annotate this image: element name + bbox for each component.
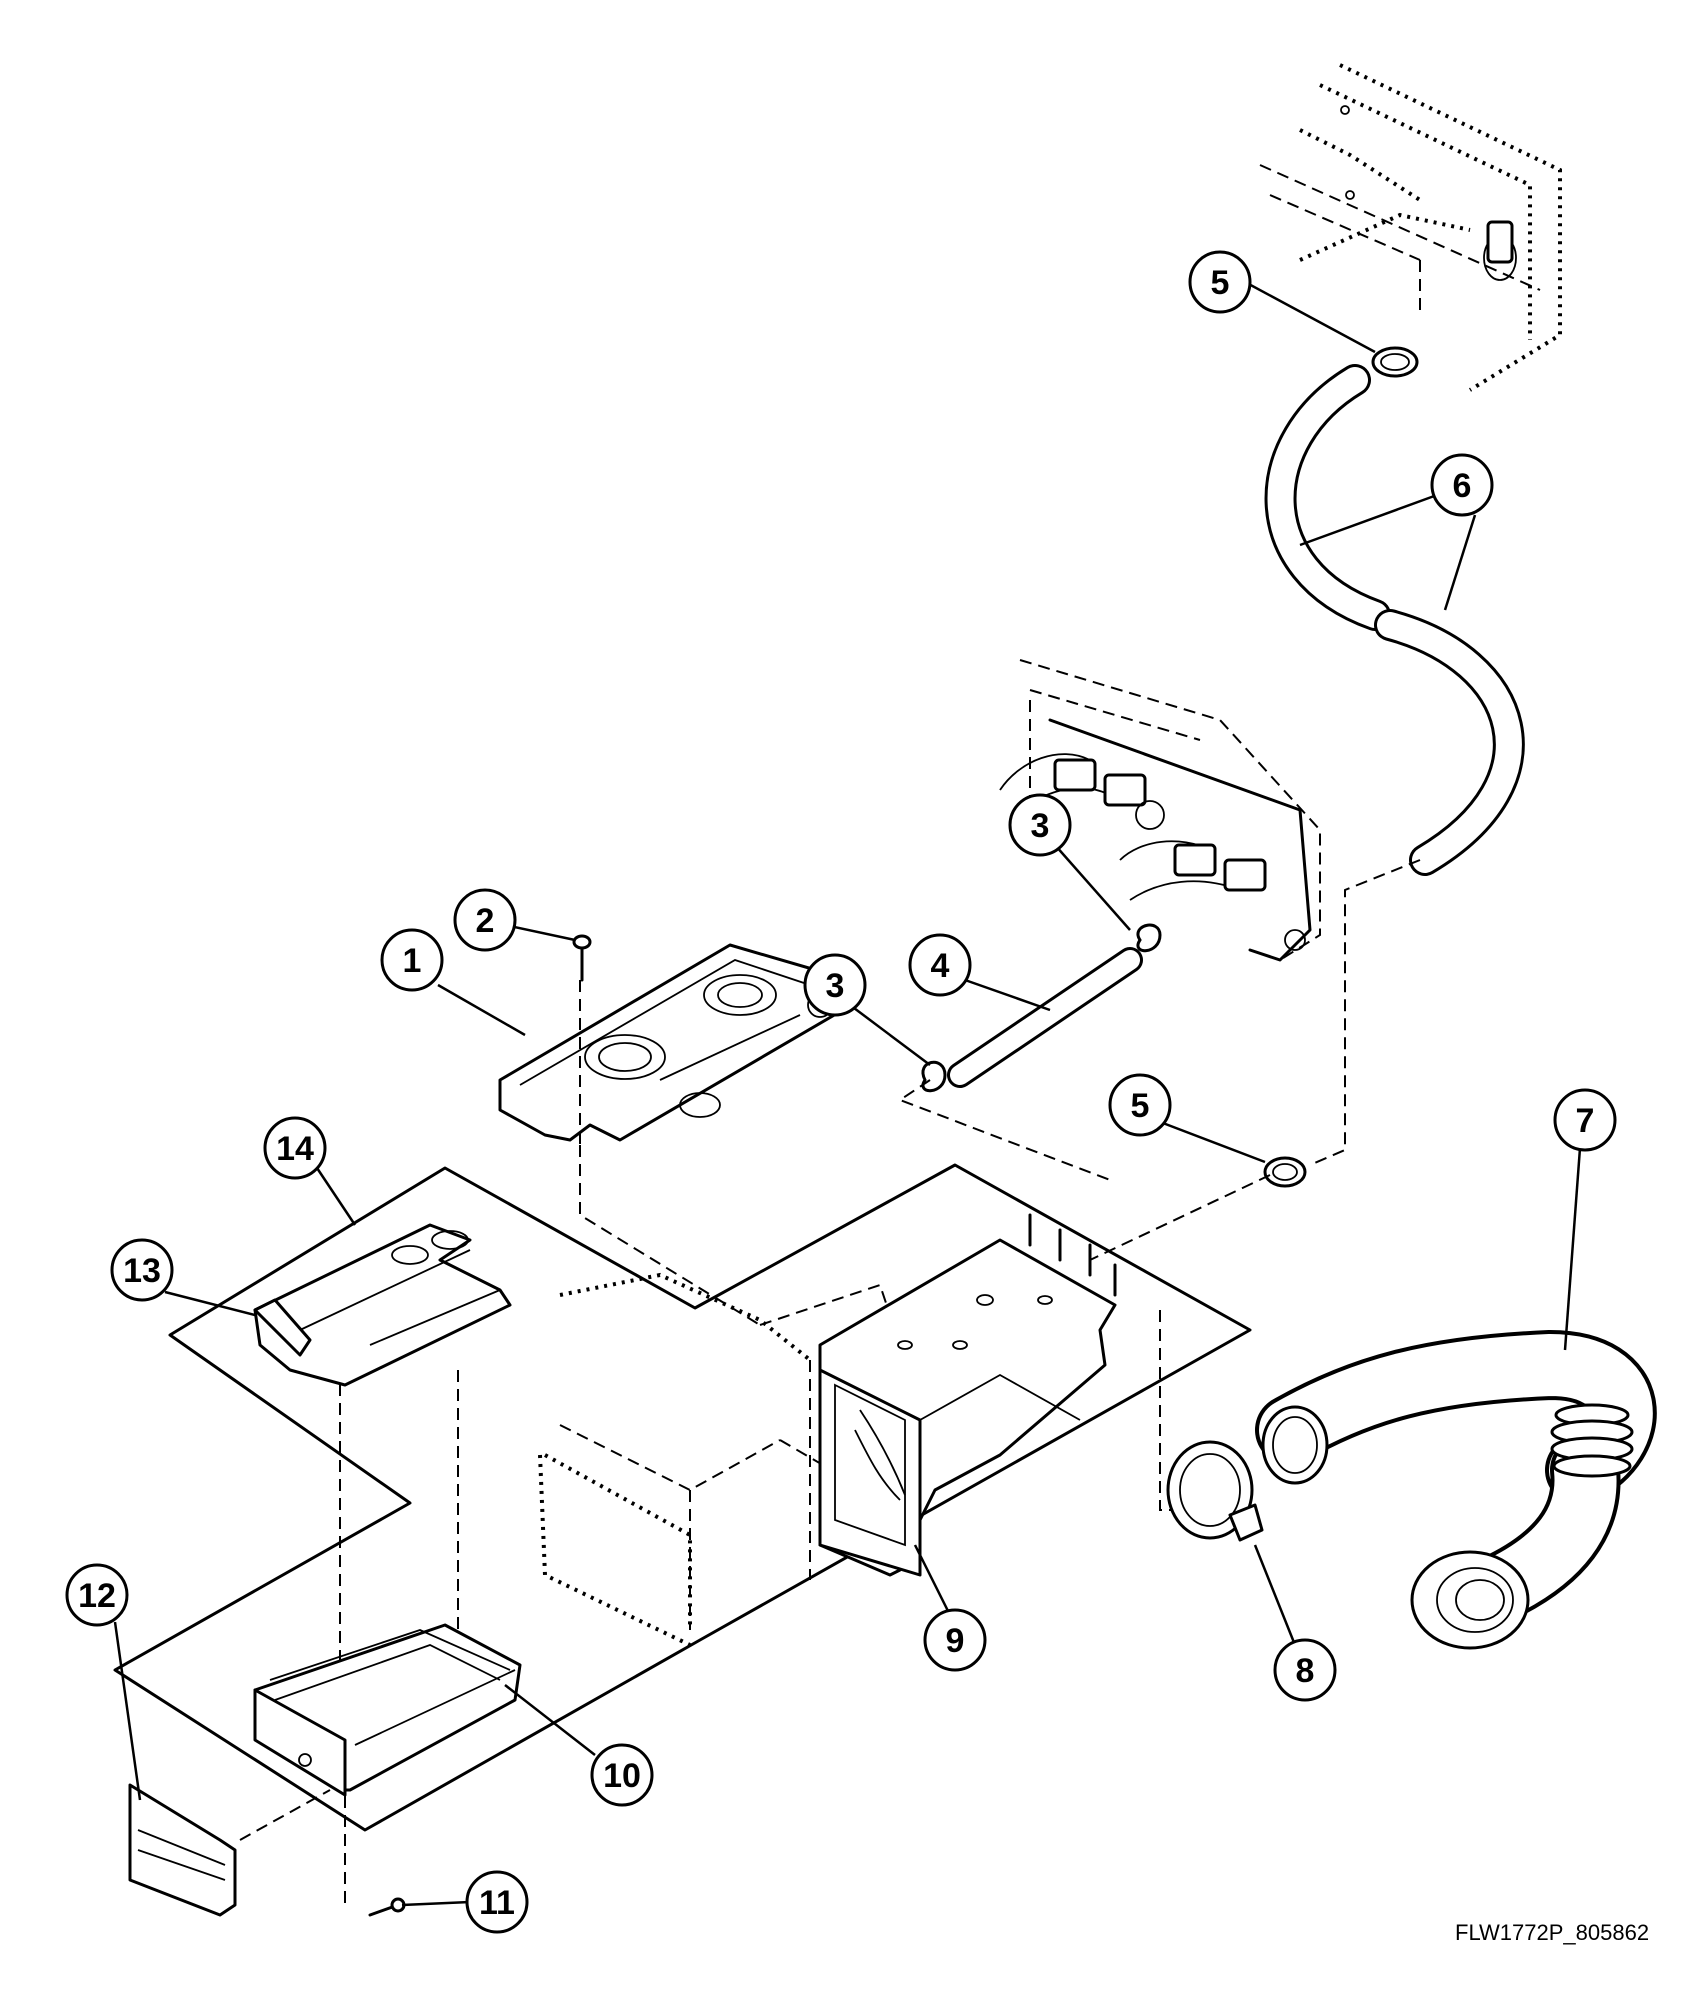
callout-8: 8	[1273, 1638, 1337, 1702]
callout-3-left: 3	[803, 953, 867, 1017]
svg-text:14: 14	[276, 1130, 314, 1168]
part-3-clamp-right	[1136, 923, 1162, 953]
callout-7: 7	[1553, 1088, 1617, 1152]
part-2-screw	[572, 934, 592, 982]
callout-10: 10	[590, 1743, 654, 1807]
svg-text:12: 12	[78, 1577, 116, 1615]
valve-bracket	[999, 659, 1321, 962]
svg-text:5: 5	[1131, 1087, 1150, 1125]
part-8-hose-clamp	[1166, 1440, 1264, 1542]
callout-12: 12	[65, 1563, 129, 1627]
callout-9: 9	[923, 1608, 987, 1672]
svg-text:9: 9	[946, 1622, 965, 1660]
svg-text:2: 2	[476, 902, 495, 940]
callouts: 1 2 3 3 4 5 5 6	[65, 250, 1617, 1934]
callout-11: 11	[465, 1870, 529, 1934]
svg-text:3: 3	[826, 967, 845, 1005]
part-7-bellows-hose	[1255, 1329, 1657, 1650]
callout-3-right: 3	[1008, 793, 1072, 857]
callout-14: 14	[263, 1116, 327, 1180]
svg-text:3: 3	[1031, 807, 1050, 845]
svg-text:10: 10	[603, 1757, 641, 1795]
part-9-dispenser-housing	[818, 1213, 1117, 1577]
callout-5-middle: 5	[1108, 1073, 1172, 1137]
cabinet-corner-top	[1259, 63, 1562, 392]
part-11-screw	[368, 1897, 406, 1917]
part-13-clip	[253, 1298, 312, 1357]
svg-text:1: 1	[403, 942, 422, 980]
callout-5-top: 5	[1188, 250, 1252, 314]
leader-lines	[113, 280, 1582, 1907]
hose-lower	[1374, 609, 1525, 876]
svg-text:4: 4	[931, 947, 950, 985]
svg-text:6: 6	[1453, 467, 1472, 505]
svg-text:8: 8	[1296, 1652, 1315, 1690]
part-3-clamp-left	[921, 1060, 947, 1093]
hose-upper	[1264, 364, 1391, 631]
drawing-code: FLW1772P_805862	[1455, 1920, 1650, 1945]
callout-2: 2	[453, 888, 517, 952]
svg-text:7: 7	[1576, 1102, 1595, 1140]
part-4-tube	[947, 947, 1143, 1088]
platform-outline	[113, 1163, 1252, 1832]
svg-text:13: 13	[123, 1252, 161, 1290]
part-14-bracket	[253, 1223, 512, 1387]
part-12-drawer-handle	[128, 1783, 237, 1917]
part-5-clamp-top	[1371, 346, 1419, 378]
callout-13: 13	[110, 1238, 174, 1302]
callout-4: 4	[908, 933, 972, 997]
part-10-dispenser-drawer	[253, 1623, 522, 1797]
part-5-clamp-middle	[1263, 1156, 1307, 1188]
machine-body-dotted	[538, 1272, 841, 1647]
callout-1: 1	[380, 928, 444, 992]
callout-6: 6	[1430, 453, 1494, 517]
svg-text:11: 11	[479, 1884, 515, 1922]
svg-text:5: 5	[1211, 264, 1230, 302]
